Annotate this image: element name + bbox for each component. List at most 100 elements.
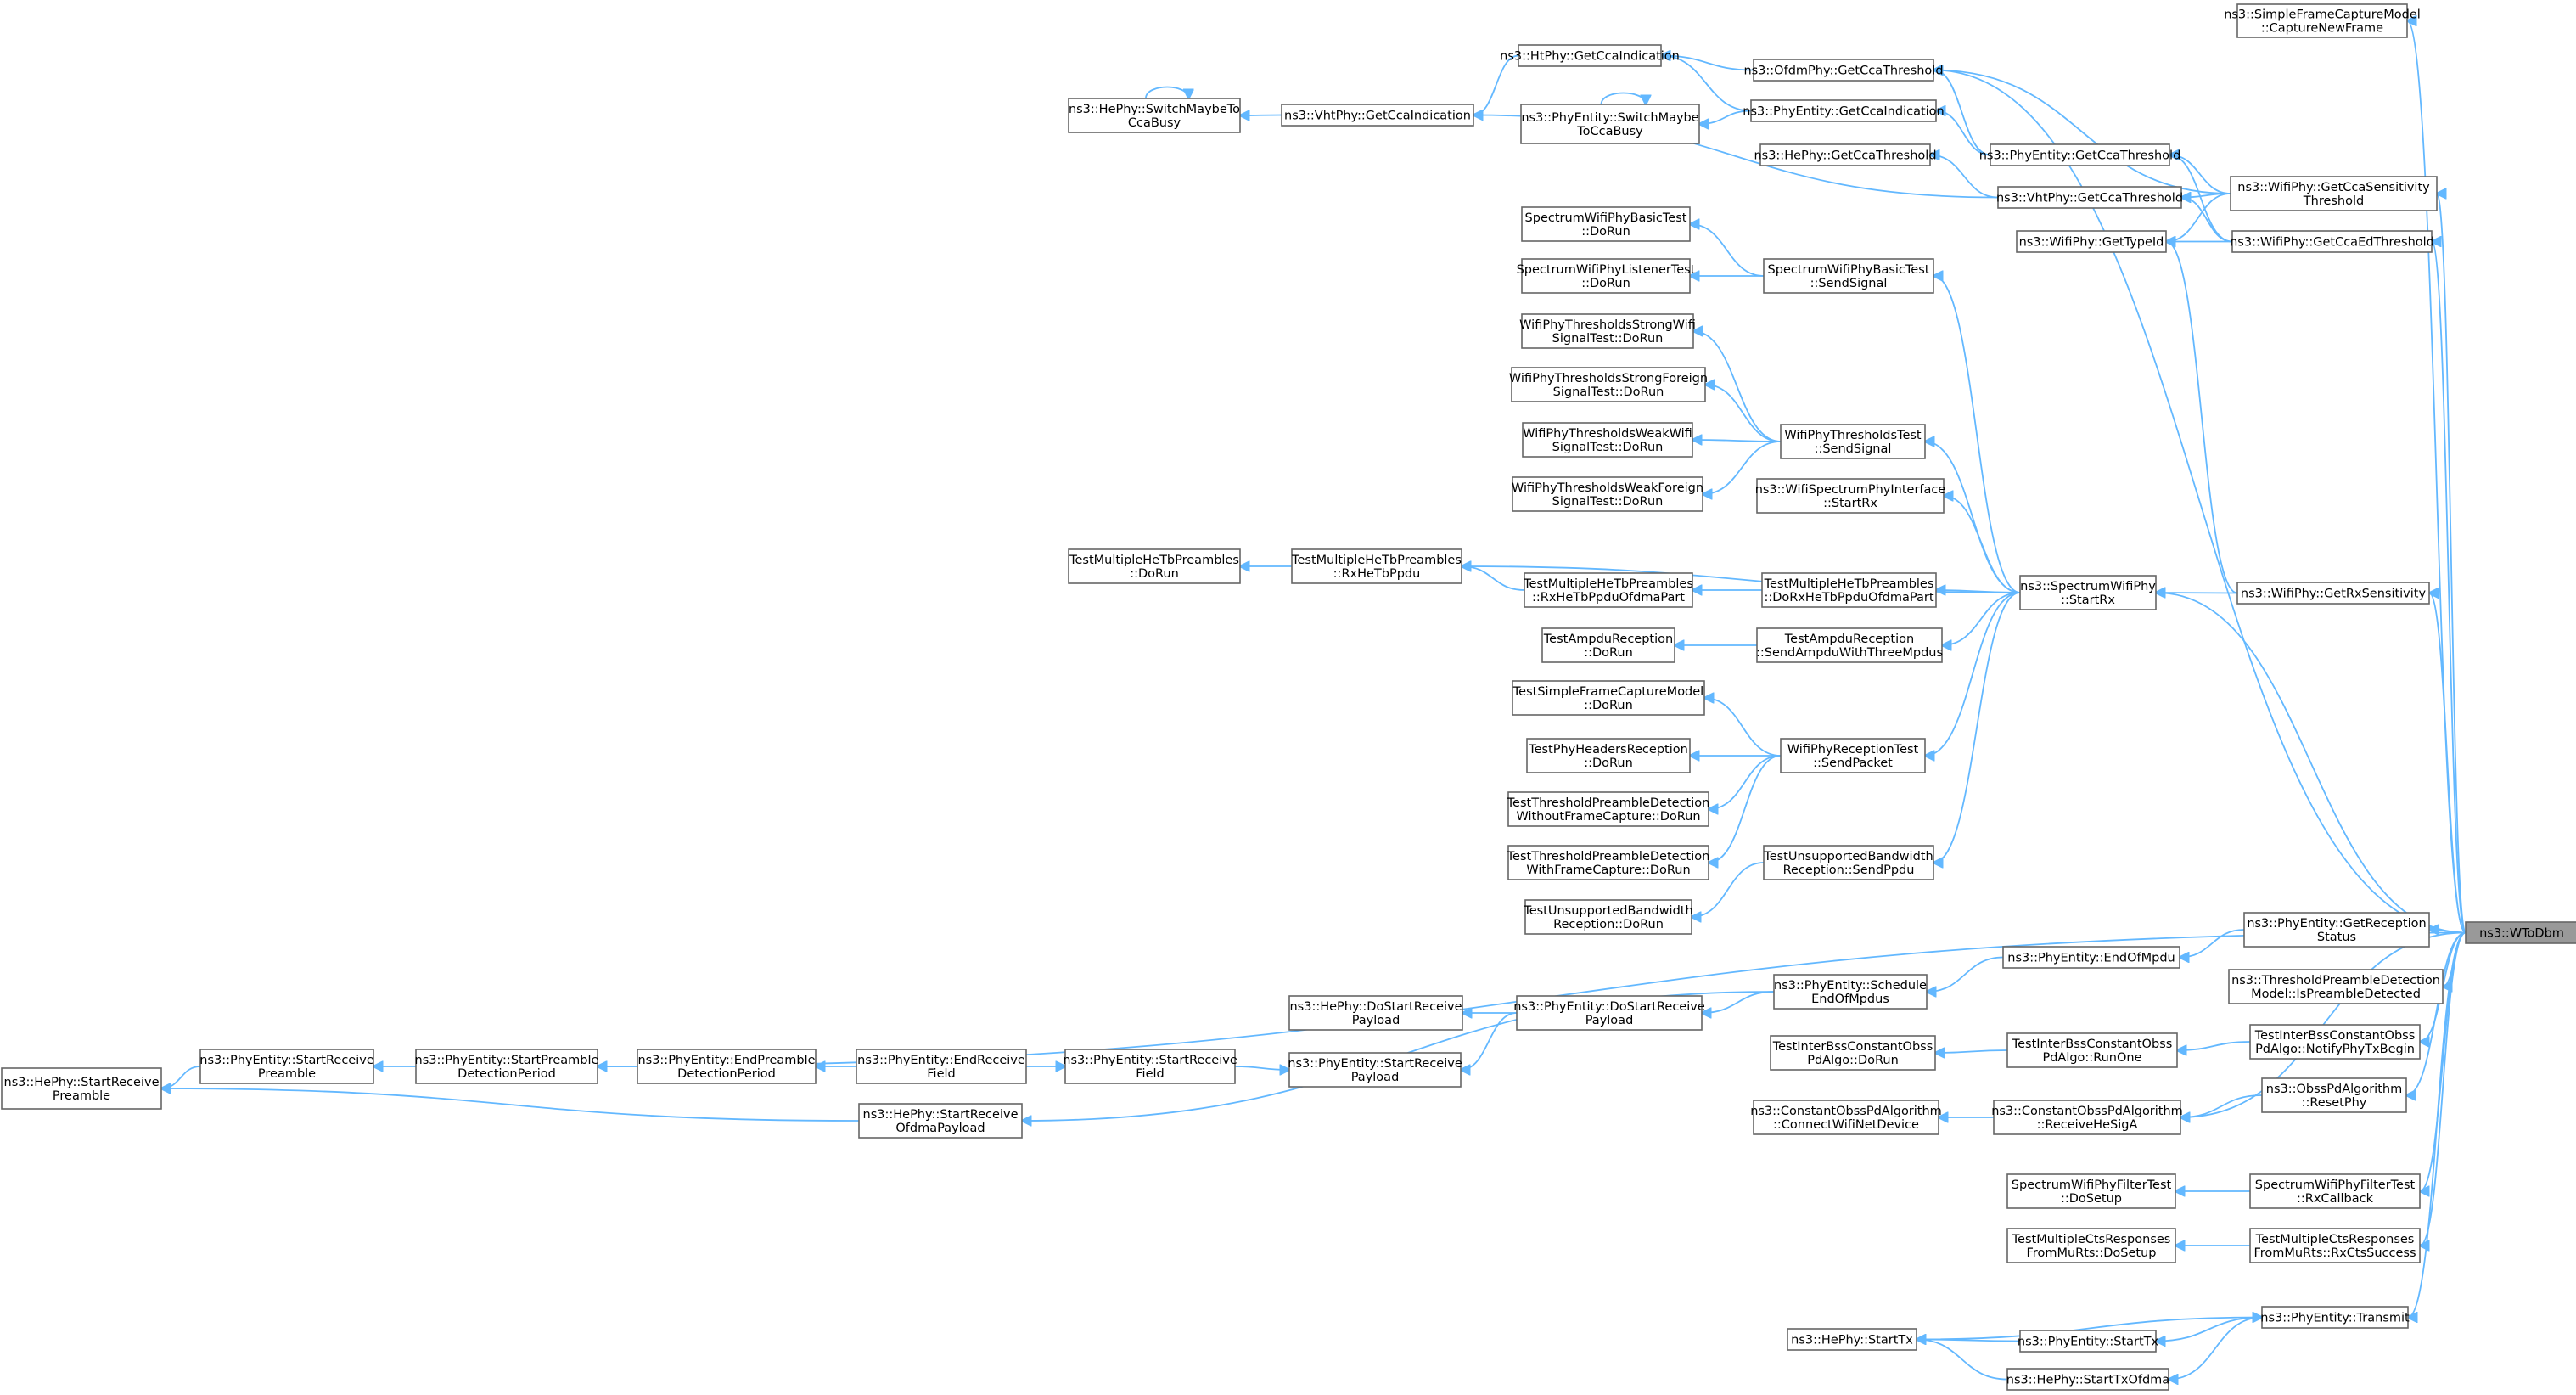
node-label-line: EndOfMpdus [1811,993,1889,1006]
node-wtodbm[interactable]: ns3::WToDbm [2465,921,2576,944]
node-tmcr_dosetup[interactable]: TestMultipleCtsResponsesFromMuRts::DoSet… [2006,1228,2176,1263]
node-label-line: ns3::VhtPhy::GetCcaThreshold [1996,192,2183,205]
node-copa_receive[interactable]: ns3::ConstantObssPdAlgorithm::ReceiveHeS… [1991,1100,2183,1135]
node-box [1541,627,1675,663]
edge-tibco_dorun-to-tibco_runone [1935,1050,2008,1053]
node-label-line: WithoutFrameCapture::DoRun [1516,810,1700,824]
node-phyent_endpreambledet[interactable]: ns3::PhyEntity::EndPreambleDetectionPeri… [637,1049,817,1084]
node-copa_connect[interactable]: ns3::ConstantObssPdAlgorithm::ConnectWif… [1750,1100,1942,1135]
node-box [2261,1077,2407,1113]
node-swplt_dorun[interactable]: SpectrumWifiPhyListenerTest::DoRun [1517,258,1696,294]
node-hephy_starttxofdma[interactable]: ns3::HePhy::StartTxOfdma [2006,1368,2169,1391]
node-label-line: ns3::WifiPhy::GetCcaSensitivity [2237,181,2430,194]
node-hephy_starttx[interactable]: ns3::HePhy::StartTx [1787,1328,1917,1351]
node-box [199,1049,374,1084]
node-wpt_weakwifi[interactable]: WifiPhyThresholdsWeakWifiSignalTest::DoR… [1522,422,1693,458]
node-tmcr_rxcts[interactable]: TestMultipleCtsResponsesFromMuRts::RxCts… [2249,1228,2421,1263]
node-tsfcm_dorun[interactable]: TestSimpleFrameCaptureModel::DoRun [1512,680,1705,716]
node-wifi_gettypeid[interactable]: ns3::WifiPhy::GetTypeId [2016,230,2167,253]
node-label-line: ns3::WifiPhy::GetTypeId [2019,236,2164,250]
node-ttpd_with[interactable]: TestThresholdPreambleDetectionWithFrameC… [1507,845,1710,880]
node-wifi_getccaed[interactable]: ns3::WifiPhy::GetCcaEdThreshold [2230,230,2434,253]
edge-tubr_send-to-swp_startrx [1933,592,2021,863]
node-box [1281,104,1474,127]
node-box [1753,59,1934,82]
node-label-line: Threshold [2303,194,2364,208]
node-label-line: CcaBusy [1128,116,1181,130]
node-phyent_startpreambledet[interactable]: ns3::PhyEntity::StartPreambleDetectionPe… [415,1049,599,1084]
node-wpt_strongforeign[interactable]: WifiPhyThresholdsStrongForeignSignalTest… [1509,367,1708,402]
node-label-line: ns3::HePhy::GetCcaThreshold [1754,149,1936,163]
node-label-line: ns3::HePhy::StartTxOfdma [2006,1374,2169,1387]
node-label-line: WifiPhyReceptionTest [1787,743,1919,757]
node-sfcm_capture[interactable]: ns3::SimpleFrameCaptureModel::CaptureNew… [2224,3,2421,38]
node-box [1511,367,1706,402]
node-phyent_getccaind[interactable]: ns3::PhyEntity::GetCcaIndication [1743,99,1945,122]
node-phyent_endofmpdu[interactable]: ns3::PhyEntity::EndOfMpdu [2002,946,2180,969]
node-phyent_transmit[interactable]: ns3::PhyEntity::Transmit [2260,1306,2410,1329]
node-vht_getcca[interactable]: ns3::VhtPhy::GetCcaThreshold [1996,186,2183,209]
node-phyent_getcca[interactable]: ns3::PhyEntity::GetCcaThreshold [1979,143,2181,166]
node-wspi_startrx[interactable]: ns3::WifiSpectrumPhyInterface::StartRx [1755,478,1946,514]
node-wprt_send[interactable]: WifiPhyReceptionTest::SendPacket [1780,738,1926,773]
node-swpbt_dorun[interactable]: SpectrumWifiPhyBasicTest::DoRun [1521,206,1691,242]
node-box [2002,946,2180,969]
node-swpbt_send[interactable]: SpectrumWifiPhyBasicTest::SendSignal [1763,258,1934,294]
edge-hephy_switch-to-vht_getccaind [1240,115,1282,116]
node-swpft_dosetup[interactable]: SpectrumWifiPhyFilterTest::DoSetup [2006,1173,2176,1209]
node-label-line: ns3::OfdmPhy::GetCcaThreshold [1743,65,1943,78]
node-tmhtp_rxhetb[interactable]: TestMultipleHeTbPreambles::RxHeTbPpdu [1291,548,1462,584]
edge-phyent_transmit-to-wtodbm [2408,931,2467,1318]
node-wpt_weakforeign[interactable]: WifiPhyThresholdsWeakForeignSignalTest::… [1512,476,1703,512]
node-label-line: ns3::PhyEntity::Transmit [2260,1312,2410,1325]
node-vht_getccaind[interactable]: ns3::VhtPhy::GetCcaIndication [1281,104,1474,127]
node-htphy_getcca[interactable]: ns3::HtPhy::GetCcaIndication [1500,44,1680,67]
node-box [1756,627,1943,663]
node-label-line: ::StartRx [1823,497,1877,510]
node-tmhtp_dorxofdma[interactable]: TestMultipleHeTbPreambles::DoRxHeTbPpduO… [1761,572,1937,608]
node-label-line: WifiPhyThresholdsStrongForeign [1509,372,1708,385]
node-wpt_strongwifi[interactable]: WifiPhyThresholdsStrongWifiSignalTest::D… [1519,313,1696,349]
node-swpft_rxcb[interactable]: SpectrumWifiPhyFilterTest::RxCallback [2249,1173,2421,1209]
node-tubr_send[interactable]: TestUnsupportedBandwidthReception::SendP… [1763,845,1934,880]
node-label-line: Field [927,1067,955,1081]
edge-phyent_switch-to-phyent_switch [1600,92,1647,105]
edge-wspi_startrx-to-swp_startrx [1944,496,2021,593]
node-hephy_getcca[interactable]: ns3::HePhy::GetCcaThreshold [1754,143,1937,166]
node-label-line: ::ConnectWifiNetDevice [1773,1118,1919,1132]
node-ofdm_getcca[interactable]: ns3::OfdmPhy::GetCcaThreshold [1743,59,1944,82]
node-tar_send[interactable]: TestAmpduReception::SendAmpduWithThreeMp… [1756,627,1943,663]
node-tmhtp_dorun[interactable]: TestMultipleHeTbPreambles::DoRun [1068,548,1241,584]
node-swp_startrx[interactable]: ns3::SpectrumWifiPhy::StartRx [2019,575,2157,610]
node-wifi_getrxsens[interactable]: ns3::WifiPhy::GetRxSensitivity [2236,582,2430,605]
node-phyent_starttx[interactable]: ns3::PhyEntity::StartTx [2018,1330,2159,1353]
node-tar_dorun[interactable]: TestAmpduReception::DoRun [1541,627,1675,663]
node-ttpd_without[interactable]: TestThresholdPreambleDetectionWithoutFra… [1507,791,1710,827]
node-tpdm_ispreamble[interactable]: ns3::ThresholdPreambleDetectionModel::Is… [2228,969,2444,1004]
node-label-line: TestMultipleHeTbPreambles [1069,554,1239,567]
node-tmhtp_rxofdma[interactable]: TestMultipleHeTbPreambles::RxHeTbPpduOfd… [1523,572,1693,608]
node-label-line: ::RxCallback [2297,1192,2374,1206]
edge-wpt_send-to-swp_startrx [1925,442,2021,593]
node-tibco_notify[interactable]: TestInterBssConstantObssPdAlgo::NotifyPh… [2249,1024,2421,1060]
node-wpt_send[interactable]: WifiPhyThresholdsTest::SendSignal [1780,424,1926,459]
node-label-line: ::StartRx [2061,593,2115,607]
node-tphr_dorun[interactable]: TestPhyHeadersReception::DoRun [1526,738,1691,773]
node-obsspd_resetphy[interactable]: ns3::ObssPdAlgorithm::ResetPhy [2261,1077,2407,1113]
